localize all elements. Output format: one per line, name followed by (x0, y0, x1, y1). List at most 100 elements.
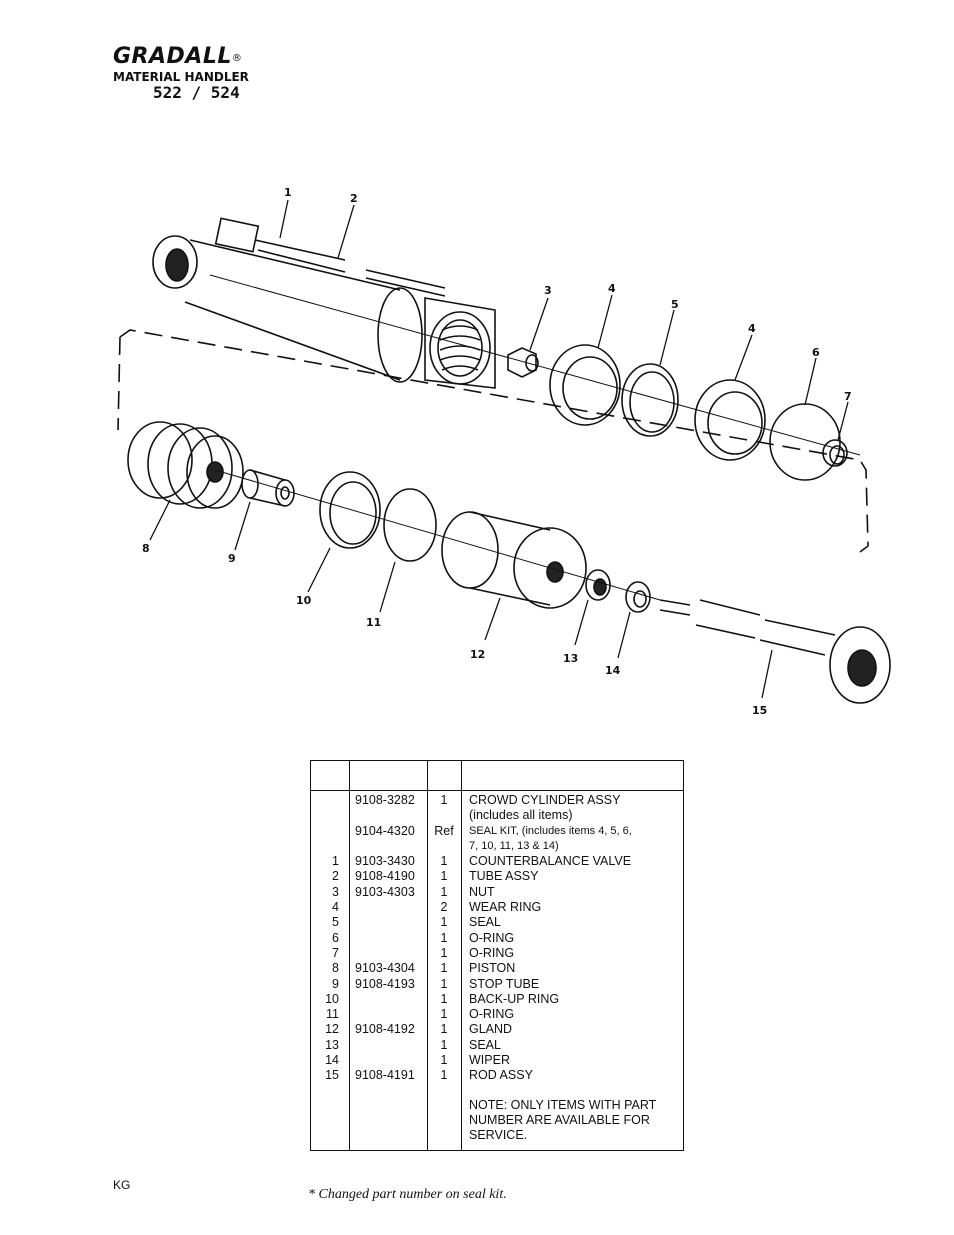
description: SEAL (469, 915, 501, 930)
quantity: 1 (440, 961, 448, 976)
description: O-RING (469, 1007, 515, 1022)
description: PISTON (469, 961, 516, 976)
part-number: 9108-4191 (355, 1068, 415, 1083)
description: GLAND (469, 1022, 513, 1037)
header: GRADALL® MATERIAL HANDLER 522 / 524 (113, 44, 283, 102)
item-number: 12 (325, 1022, 339, 1037)
model-number: 522 / 524 (153, 83, 240, 102)
quantity: 2 (440, 900, 448, 915)
quantity: 1 (440, 991, 448, 1006)
table-row: 6 1 O-RING (311, 931, 683, 946)
callout-12: 12 (470, 648, 485, 661)
part-number: 9103-4303 (355, 884, 415, 899)
wear-ring-drawing (549, 344, 621, 426)
quantity: 1 (440, 1037, 448, 1052)
tube-assembly-drawing (152, 217, 496, 389)
exploded-cylinder-diagram: 1 2 3 4 5 4 6 7 8 9 10 11 12 13 14 15 (117, 186, 891, 717)
item-number (311, 824, 339, 855)
table-row: 12 9108-4192 1 GLAND (311, 1022, 683, 1037)
item-number: 11 (326, 1007, 339, 1022)
part-number: 9108-4190 (355, 869, 415, 884)
nut-drawing (507, 347, 539, 378)
item-number: 5 (332, 915, 339, 930)
description: TUBE ASSY (469, 869, 539, 884)
item-number: 3 (332, 884, 339, 899)
part-number (339, 1038, 421, 1053)
description: BACK-UP RING (469, 991, 560, 1006)
assembly-axis-line (209, 274, 861, 601)
description: SEAL (469, 1037, 501, 1052)
part-number: 9108-4193 (355, 976, 415, 991)
callout-10: 10 (296, 594, 312, 607)
callout-9: 9 (228, 552, 236, 565)
quantity: Ref (434, 823, 454, 838)
seal-drawing (621, 363, 679, 437)
backup-ring-drawing (319, 471, 381, 549)
part-number: 9108-3282 (355, 793, 415, 807)
callout-3: 3 (544, 284, 552, 297)
part-number (339, 992, 421, 1007)
header-divider (311, 790, 683, 791)
item-number: 10 (325, 991, 339, 1006)
item-number: 9 (332, 976, 339, 991)
quantity: 1 (440, 1007, 448, 1022)
part-number (339, 931, 421, 946)
quantity: 1 (440, 930, 448, 945)
table-row: 9 9108-4193 1 STOP TUBE (311, 977, 683, 992)
item-number: 7 (332, 945, 339, 960)
callout-8: 8 (142, 542, 150, 555)
quantity: 1 (440, 1022, 448, 1037)
leader-lines (149, 199, 849, 699)
footer-code: KG (113, 1178, 131, 1192)
gland-drawing (441, 511, 587, 609)
footnote: * Changed part number on seal kit. (308, 1187, 507, 1202)
brand-logo: GRADALL® (113, 44, 283, 70)
description: SEAL KIT, (includes items 4, 5, 6, 7, 10… (469, 824, 632, 852)
column-divider (461, 761, 462, 1150)
quantity: 1 (440, 1053, 448, 1068)
stop-tube-drawing (241, 469, 295, 507)
callout-15: 15 (752, 704, 767, 717)
quantity: 1 (440, 793, 448, 807)
item-number (311, 793, 339, 824)
dashed-boundary (117, 329, 869, 553)
part-number (339, 900, 421, 915)
part-number: 9104-4320 (355, 823, 415, 838)
part-number (339, 1007, 421, 1022)
note-spacer (311, 1098, 459, 1144)
registered-mark: ® (231, 53, 243, 64)
callout-1: 1 (284, 186, 292, 199)
item-number: 1 (332, 854, 339, 869)
piston-drawing (127, 421, 244, 509)
item-number: 4 (332, 900, 339, 915)
quantity: 1 (440, 976, 448, 991)
part-number (339, 1053, 421, 1068)
subtitle: MATERIAL HANDLER (113, 70, 249, 84)
item-number: 14 (325, 1053, 339, 1068)
item-number: 2 (332, 869, 339, 884)
description: STOP TUBE (469, 976, 540, 991)
description: O-RING (469, 930, 515, 945)
column-divider (349, 761, 350, 1150)
description: WEAR RING (469, 900, 542, 915)
part-number: 9108-4192 (355, 1022, 415, 1037)
item-number: 6 (332, 930, 339, 945)
description: COUNTERBALANCE VALVE (469, 854, 632, 869)
callout-5: 5 (671, 298, 679, 311)
callout-4: 4 (608, 282, 616, 295)
quantity: 1 (440, 1068, 448, 1083)
table-row: 10 1 BACK-UP RING (311, 992, 683, 1007)
callout-4b: 4 (748, 322, 756, 335)
part-number (339, 946, 421, 961)
quantity: 1 (440, 884, 448, 899)
callout-13: 13 (563, 652, 578, 665)
callout-6: 6 (812, 346, 820, 359)
o-ring-small-drawing (822, 439, 848, 467)
